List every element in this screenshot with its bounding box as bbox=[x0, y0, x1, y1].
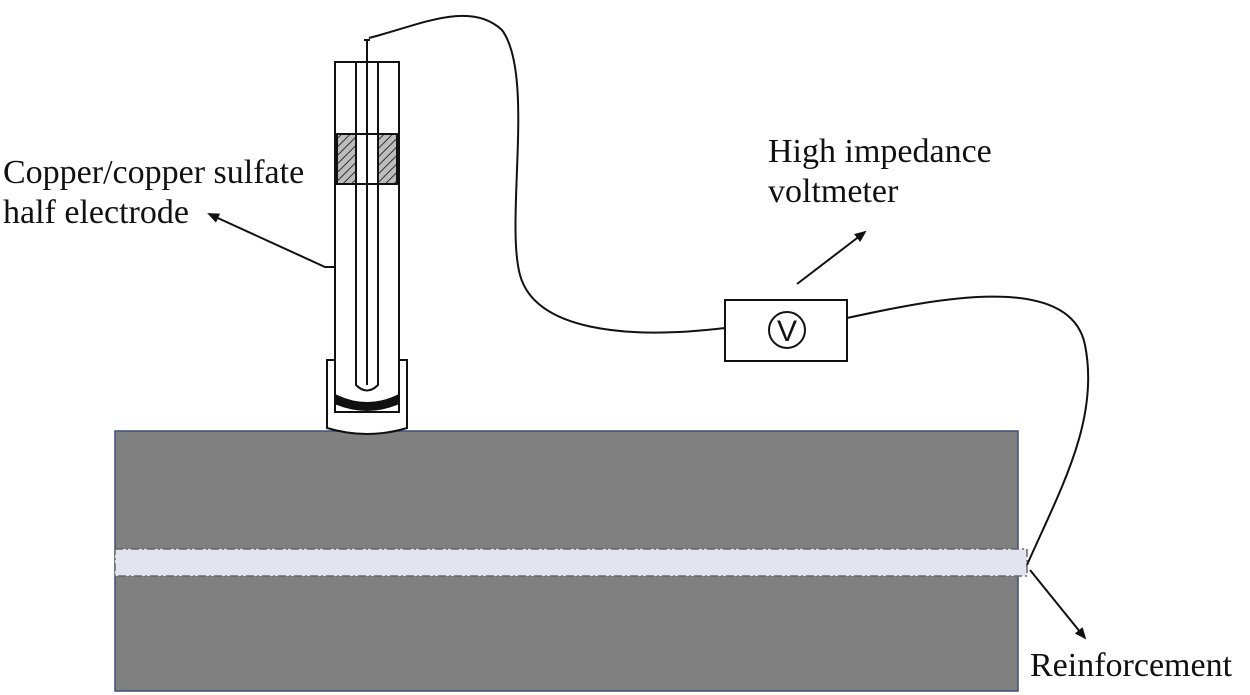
voltmeter-pointer-arrow bbox=[796, 230, 867, 285]
electrode-label: Copper/copper sulfate half electrode bbox=[3, 153, 304, 233]
electrode-label-line-1: Copper/copper sulfate bbox=[3, 154, 305, 191]
reinforcement-label: Reinforcement bbox=[1030, 647, 1233, 684]
wire-electrode-to-voltmeter bbox=[368, 14, 726, 334]
electrode-label-line-2: half electrode bbox=[3, 194, 189, 231]
electrode-inner-tube bbox=[355, 62, 379, 392]
voltmeter-label-line-2: voltmeter bbox=[768, 173, 899, 210]
reinforcement-pointer-arrow bbox=[1029, 569, 1087, 640]
wire-voltmeter-to-reinforcement bbox=[846, 295, 1090, 566]
electrode-seal-right bbox=[377, 133, 398, 185]
voltmeter-label: High impedance voltmeter bbox=[768, 132, 992, 212]
copper-sulfate-electrode bbox=[326, 39, 408, 435]
electrode-porous-plug bbox=[336, 394, 398, 411]
electrode-pointer-arrow bbox=[207, 213, 335, 268]
voltmeter-label-line-1: High impedance bbox=[768, 133, 992, 170]
reinforcement-bar bbox=[114, 548, 1028, 577]
voltmeter-symbol: V bbox=[777, 315, 797, 348]
electrode-seal-left bbox=[336, 133, 357, 185]
voltmeter-symbol-circle bbox=[768, 311, 806, 349]
